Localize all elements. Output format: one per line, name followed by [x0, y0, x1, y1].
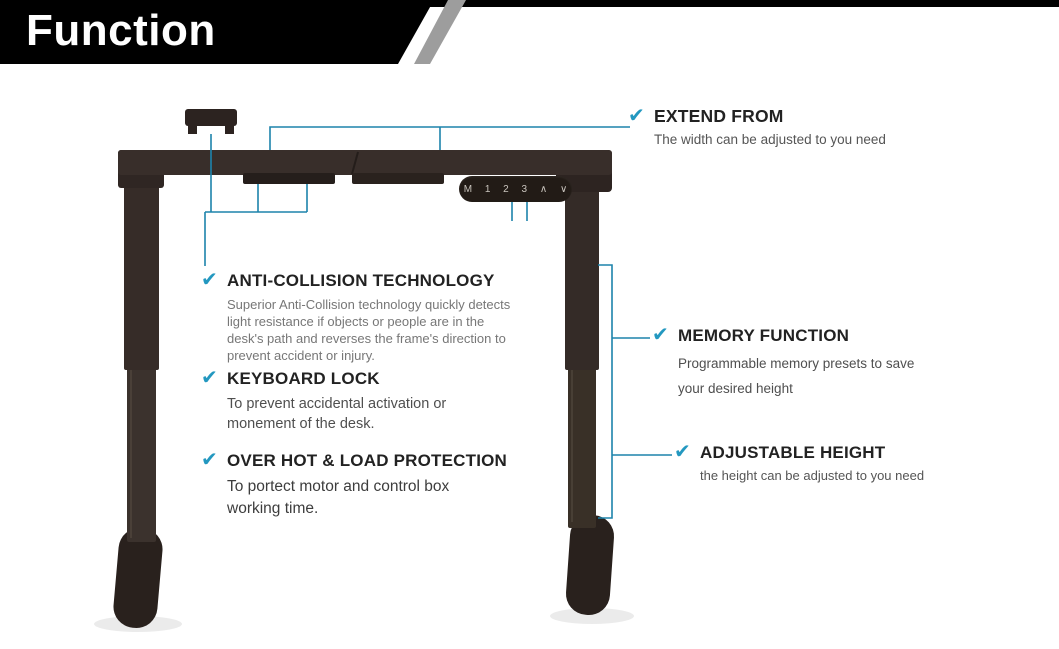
left-leg-upper	[124, 158, 159, 370]
right-foot-shadow	[550, 608, 634, 624]
banner-gray-accent	[414, 0, 466, 64]
left-leg-lower	[127, 360, 156, 542]
banner	[0, 0, 1059, 64]
beam-underside-left	[243, 173, 335, 184]
banner-top-strip	[0, 0, 1059, 7]
control-panel: M 1 2 3 ∧ ∨	[459, 176, 572, 202]
mounting-bracket-tab-right	[225, 124, 234, 134]
banner-title: Function	[26, 6, 216, 55]
feature-extend-body: The width can be adjusted to you need	[654, 132, 886, 147]
feature-keyboard-lock-body: To prevent accidental activation or mone…	[227, 396, 447, 432]
connector-lines	[204, 126, 672, 519]
feature-keyboard-lock: ✔ KEYBOARD LOCK To prevent accidental ac…	[201, 368, 501, 434]
left-foot	[113, 528, 163, 628]
feature-memory-body: Programmable memory presets to save your…	[678, 356, 915, 396]
right-leg-upper	[565, 168, 599, 370]
feature-memory-title: MEMORY FUNCTION	[678, 326, 850, 345]
feature-memory: ✔ MEMORY FUNCTION Programmable memory pr…	[652, 325, 952, 401]
feature-over-hot-body: To portect motor and control box working…	[227, 478, 450, 517]
feature-anti-collision-body: Superior Anti-Collision technology quick…	[227, 297, 511, 363]
check-icon: ✔	[674, 441, 691, 463]
feature-adjustable-height-body: the height can be adjusted to you need	[700, 468, 925, 483]
check-icon: ✔	[201, 449, 218, 471]
feature-adjustable-height: ✔ ADJUSTABLE HEIGHT the height can be ad…	[674, 442, 994, 483]
right-leg-lower	[568, 360, 596, 528]
banner-black-shape	[0, 0, 434, 64]
connector-extend-line	[269, 126, 630, 150]
check-icon: ✔	[628, 105, 645, 127]
feature-keyboard-lock-title: KEYBOARD LOCK	[227, 369, 380, 388]
check-icon: ✔	[201, 367, 218, 389]
control-panel-labels: M 1 2 3 ∧ ∨	[463, 183, 573, 195]
feature-anti-collision-title: ANTI-COLLISION TECHNOLOGY	[227, 271, 495, 290]
feature-adjustable-height-title: ADJUSTABLE HEIGHT	[700, 443, 886, 462]
feature-extend: ✔ EXTEND FROM The width can be adjusted …	[628, 106, 958, 147]
feature-over-hot: ✔ OVER HOT & LOAD PROTECTION To portect …	[201, 450, 521, 520]
check-icon: ✔	[201, 269, 218, 291]
crossbeam	[118, 150, 612, 175]
feature-over-hot-title: OVER HOT & LOAD PROTECTION	[227, 451, 508, 470]
connector-right-spine	[598, 264, 613, 519]
check-icon: ✔	[652, 324, 669, 346]
right-foot	[565, 515, 615, 615]
feature-extend-title: EXTEND FROM	[654, 106, 784, 126]
mounting-bracket	[185, 109, 237, 126]
mounting-bracket-tab-left	[188, 124, 197, 134]
beam-underside-right	[352, 173, 444, 184]
beam-seam	[351, 151, 359, 175]
feature-anti-collision: ✔ ANTI-COLLISION TECHNOLOGY Superior Ant…	[201, 270, 521, 364]
desk-frame-illustration	[94, 109, 634, 632]
